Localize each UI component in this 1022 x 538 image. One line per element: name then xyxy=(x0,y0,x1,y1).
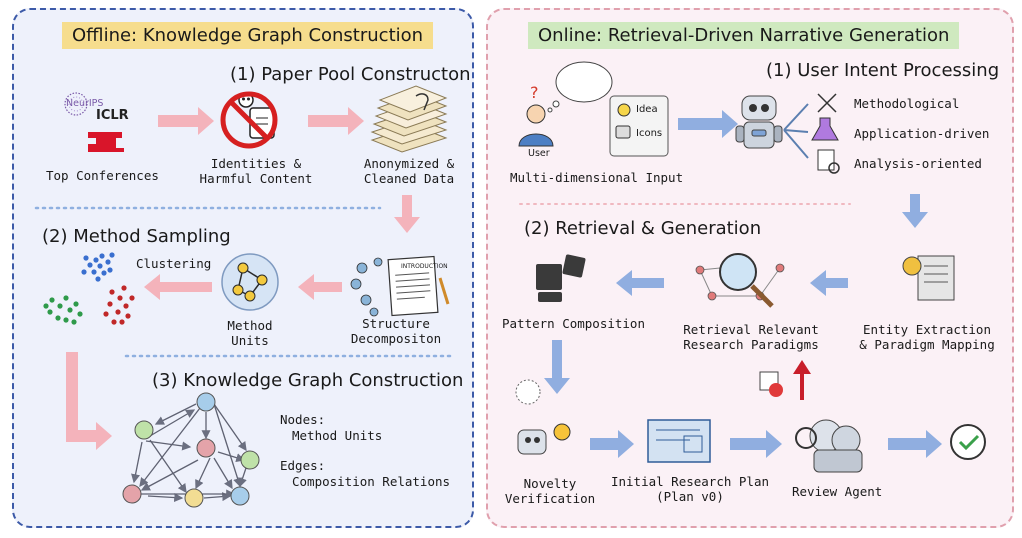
arrow-retrieval-to-pattern xyxy=(616,270,664,296)
review-agents-icon xyxy=(795,419,863,473)
pattern-label: Pattern Composition xyxy=(502,316,645,331)
intent-application: Application-driven xyxy=(854,126,990,141)
icons-label: Icons xyxy=(636,128,663,139)
arrow-entity-to-retrieval xyxy=(810,270,848,296)
svg-text:?: ? xyxy=(530,83,539,102)
user-label: User xyxy=(528,148,550,159)
arrow-clusters-to-graph xyxy=(66,352,112,450)
reject-icon xyxy=(759,371,783,397)
novelty-icon xyxy=(515,379,571,455)
arrow-novelty-to-plan xyxy=(590,430,634,458)
offline-title: Offline: Knowledge Graph Construction xyxy=(62,22,434,49)
graph-nodes xyxy=(122,392,260,508)
clustering-label: Clustering xyxy=(136,256,212,271)
blueprint-icon xyxy=(647,419,711,463)
idea-card-icon xyxy=(609,95,669,157)
paper-pool-heading: (1) Paper Pool Constructon xyxy=(230,64,471,85)
arrow-anonymized-to-structure xyxy=(394,195,420,233)
robot-icon xyxy=(735,95,783,149)
arrow-pattern-to-novelty xyxy=(544,340,570,394)
arrow-review-feedback xyxy=(793,360,811,400)
flask-icon xyxy=(811,117,839,141)
kg-heading: (3) Knowledge Graph Construction xyxy=(152,370,464,391)
arrow-intent-to-entity xyxy=(902,194,928,228)
magnifier-doc-icon xyxy=(817,149,840,174)
harmful-content-icon xyxy=(220,91,278,149)
retrieval-heading: (2) Retrieval & Generation xyxy=(524,218,762,239)
plan-label: Initial Research Plan (Plan v0) xyxy=(610,474,770,504)
idea-label: Idea xyxy=(636,104,658,115)
edges-value: Composition Relations xyxy=(292,474,451,489)
retrieval-label: Retrieval Relevant Research Paradigms xyxy=(683,322,819,352)
clusters-icon xyxy=(43,252,135,325)
online-title: Online: Retrieval-Driven Narrative Gener… xyxy=(528,22,960,49)
intent-analysis: Analysis-oriented xyxy=(854,156,982,171)
arrow-plan-to-review xyxy=(730,430,782,458)
offline-arrows xyxy=(66,107,420,450)
structure-label: Structure Decompositon xyxy=(350,316,442,346)
top-conferences-label: Top Conferences xyxy=(46,168,159,183)
tools-icon xyxy=(817,93,837,113)
arrow-structure-to-units xyxy=(298,274,342,300)
conference-logos-icon xyxy=(64,92,124,152)
method-units-label: Method Units xyxy=(227,318,273,348)
neurips-logo: NeurIPS xyxy=(66,98,104,109)
anonymized-label: Anonymized & Cleaned Data xyxy=(363,156,455,186)
review-label: Review Agent xyxy=(792,484,883,499)
nodes-value: Method Units xyxy=(292,428,383,443)
gear-scroll-icon xyxy=(902,255,955,301)
user-icon: ? xyxy=(518,61,613,147)
puzzle-icon xyxy=(536,254,586,302)
nodes-label: Nodes: xyxy=(280,412,326,427)
check-icon xyxy=(950,424,986,460)
identities-label: Identities & Harmful Content xyxy=(199,156,313,186)
multi-input-label: Multi-dimensional Input xyxy=(510,170,684,185)
edges-label: Edges: xyxy=(280,458,326,473)
iclr-logo: ICLR xyxy=(96,108,129,123)
entity-label: Entity Extraction & Paradigm Mapping xyxy=(859,322,995,352)
online-arrows xyxy=(544,110,942,458)
intent-heading: (1) User Intent Processing xyxy=(766,60,1000,81)
knowledge-graph xyxy=(131,403,247,503)
novelty-label: Novelty Verification xyxy=(504,476,596,506)
arrow-conf-to-identities xyxy=(158,107,214,135)
arrow-units-to-clusters xyxy=(144,274,212,300)
network-search-icon xyxy=(695,253,785,308)
intent-methodological: Methodological xyxy=(854,96,960,111)
arrow-input-to-robot xyxy=(678,110,738,138)
arrow-review-to-done xyxy=(888,430,942,458)
arrow-identities-to-anonymized xyxy=(308,107,364,135)
doc-title: INTRODUCTION xyxy=(401,263,448,270)
paper-stack-icon xyxy=(370,85,448,153)
method-sampling-heading: (2) Method Sampling xyxy=(42,226,231,247)
method-units-icon xyxy=(221,253,279,311)
intent-branch-lines xyxy=(783,103,809,159)
structure-decomposition-icon xyxy=(350,255,450,317)
